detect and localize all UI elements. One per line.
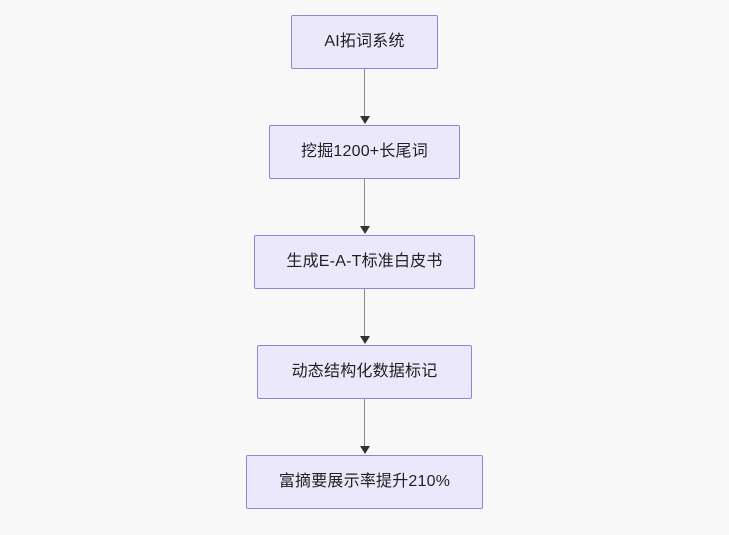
flow-node-ai-keyword-system[interactable]: AI拓词系统 <box>291 15 438 69</box>
flow-node-generate-eat-whitepaper[interactable]: 生成E-A-T标准白皮书 <box>254 235 475 289</box>
flow-connector-1 <box>358 69 372 125</box>
arrow-down-icon <box>359 226 370 234</box>
flow-connector-2 <box>358 179 372 235</box>
flow-node-label: 生成E-A-T标准白皮书 <box>286 253 443 270</box>
arrow-down-icon <box>359 336 370 344</box>
arrow-down-icon <box>359 116 370 124</box>
arrow-down-icon <box>359 446 370 454</box>
connector-line <box>363 289 366 338</box>
connector-line <box>363 69 366 118</box>
flow-connector-3 <box>358 289 372 345</box>
flow-node-label: 富摘要展示率提升210% <box>278 473 451 490</box>
flow-connector-4 <box>358 399 372 455</box>
connector-line <box>363 179 366 228</box>
flow-node-label: 挖掘1200+长尾词 <box>301 143 428 160</box>
flow-node-label: 动态结构化数据标记 <box>291 363 438 380</box>
connector-line <box>363 399 366 448</box>
flow-node-mine-longtail-keywords[interactable]: 挖掘1200+长尾词 <box>269 125 460 179</box>
flow-node-rich-snippet-rate-increase[interactable]: 富摘要展示率提升210% <box>246 455 483 509</box>
flow-node-label: AI拓词系统 <box>324 33 405 50</box>
flow-node-dynamic-structured-data-markup[interactable]: 动态结构化数据标记 <box>257 345 472 399</box>
